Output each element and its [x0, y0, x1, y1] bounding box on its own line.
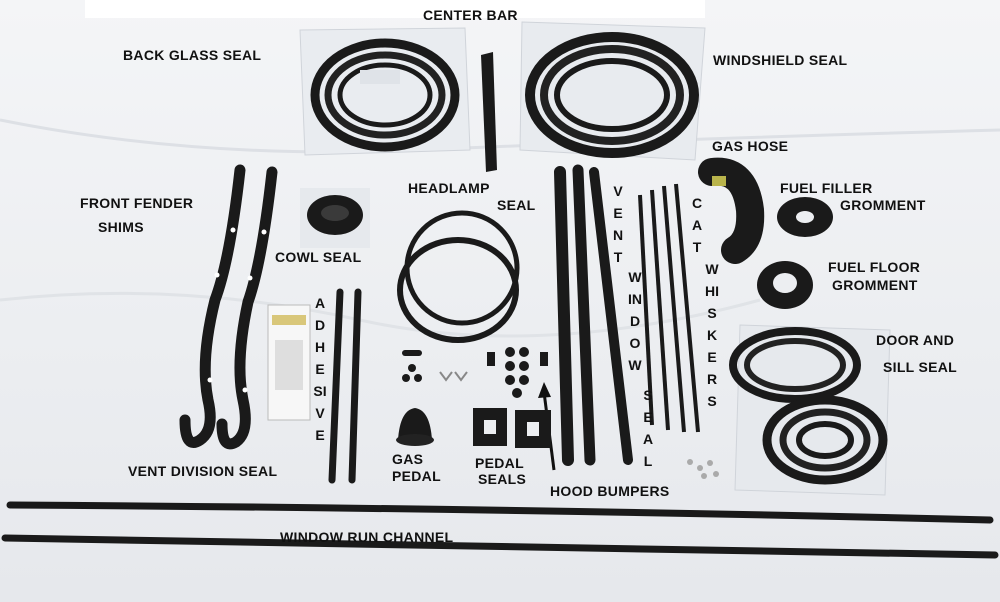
label-seal-vertical: SEAL	[642, 387, 654, 469]
gas-pedal-item	[396, 408, 434, 446]
fuel-filler-gromment-item	[777, 197, 833, 237]
window-run-channel-item	[1, 501, 999, 559]
fuel-floor-gromment-item	[757, 261, 813, 309]
label-windshield-seal: WINDSHIELD SEAL	[713, 52, 848, 68]
gas-hose-item	[698, 157, 765, 264]
label-window-vertical: WINDOW	[628, 269, 642, 373]
label-vent-division-seal: VENT DIVISION SEAL	[128, 463, 278, 479]
label-gromment-filler: GROMMENT	[840, 197, 926, 213]
adhesive-item	[267, 304, 311, 421]
cowl-seal-item	[300, 188, 370, 248]
label-whiskers-vertical: WHISKERS	[705, 261, 719, 409]
label-front-fender: FRONT FENDER	[80, 195, 194, 211]
screws-item	[687, 459, 719, 479]
label-fuel-floor: FUEL FLOOR	[828, 259, 921, 275]
center-bar-item	[481, 52, 497, 172]
label-pedal-seals-1: PEDAL	[475, 455, 524, 471]
foam-strip	[85, 0, 705, 18]
label-headlamp: HEADLAMP	[408, 180, 490, 196]
label-window-run-channel: WINDOW RUN CHANNEL	[280, 529, 454, 545]
headlamp-seal-item	[397, 210, 520, 343]
label-pedal-seals-2: SEALS	[478, 471, 527, 487]
front-fender-shims-item	[179, 164, 278, 450]
label-shims: SHIMS	[98, 219, 144, 235]
label-fuel-filler: FUEL FILLER	[780, 180, 873, 196]
label-vent-vertical: VENT	[612, 183, 624, 265]
label-gas: GAS	[392, 451, 424, 467]
back-glass-seal-item	[299, 27, 471, 156]
label-gas-hose: GAS HOSE	[712, 138, 789, 154]
label-pedal: PEDAL	[392, 468, 441, 484]
windshield-seal-item	[519, 21, 706, 161]
label-center-bar: CENTER BAR	[423, 7, 518, 23]
vent-window-seal-item	[554, 164, 633, 466]
label-gromment-floor: GROMMENT	[832, 277, 918, 293]
label-door-and: DOOR AND	[876, 332, 955, 348]
clips-item	[402, 350, 468, 382]
label-back-glass-seal: BACK GLASS SEAL	[123, 47, 262, 63]
label-adhesive-vertical: ADHESIVE	[313, 295, 327, 443]
door-and-sill-seal-item	[729, 324, 891, 496]
label-cowl-seal: COWL SEAL	[275, 249, 362, 265]
vent-division-seal-item	[328, 288, 362, 484]
label-hood-bumpers: HOOD BUMPERS	[550, 483, 670, 499]
pedal-seals-item	[473, 408, 551, 448]
label-cat-vertical: CAT	[691, 195, 703, 255]
label-headlamp-seal: SEAL	[497, 197, 536, 213]
cloth-fold	[0, 118, 1000, 154]
cat-whiskers-item	[638, 183, 700, 433]
label-sill-seal: SILL SEAL	[883, 359, 958, 375]
